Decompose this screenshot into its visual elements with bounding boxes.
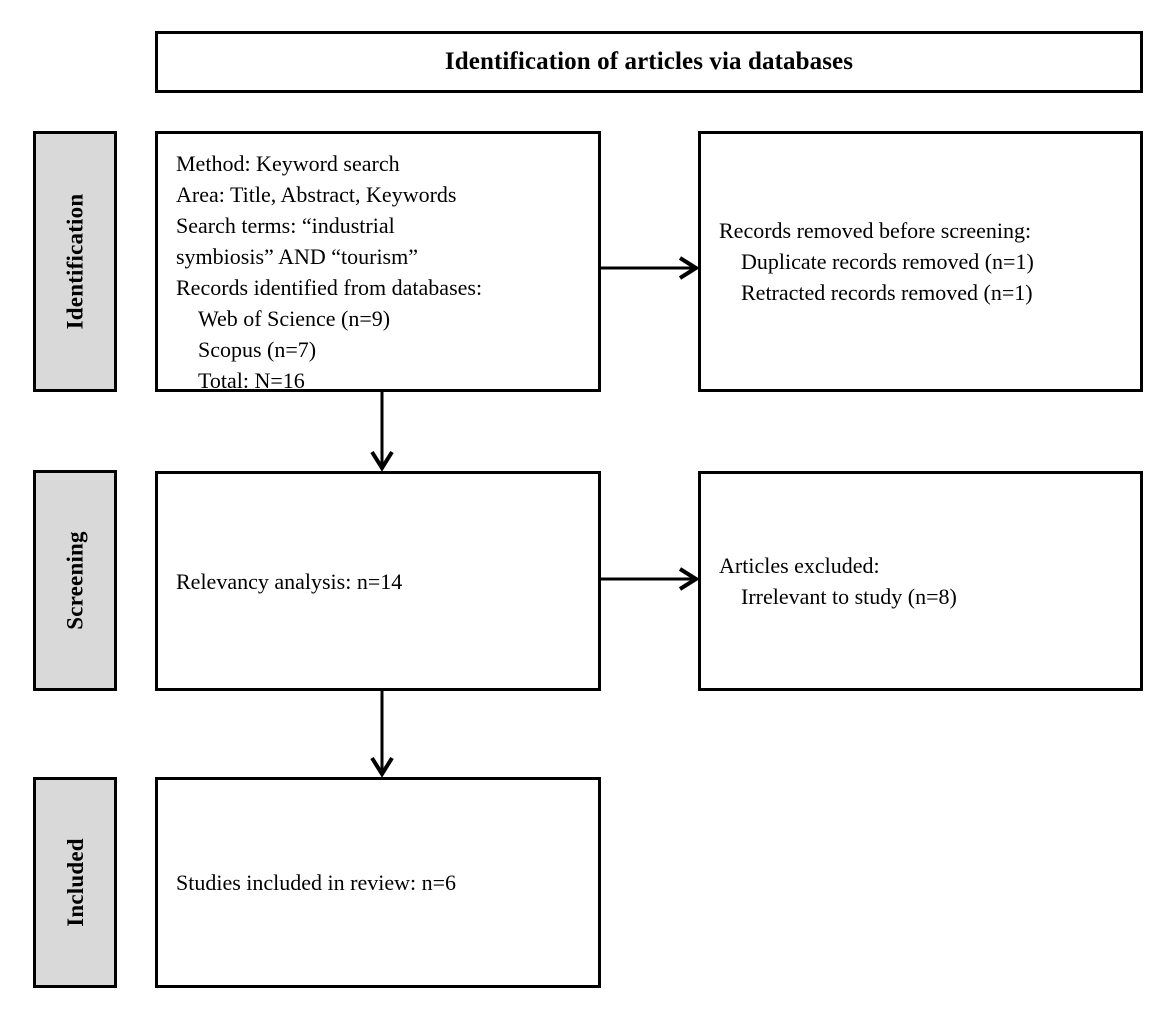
node-relevancy-analysis: Relevancy analysis: n=14	[155, 471, 601, 691]
arrow-right-identified-to-removed	[600, 256, 700, 280]
node-line: Area: Title, Abstract, Keywords	[176, 182, 457, 207]
stage-label-text: Identification	[62, 193, 88, 330]
node-line: Records removed before screening:	[719, 218, 1032, 243]
node-line: Articles excluded:	[719, 553, 880, 578]
node-line: Method: Keyword search	[176, 151, 400, 176]
node-line: Scopus (n=7)	[198, 337, 317, 362]
arrow-down-identification-to-screening	[370, 390, 394, 472]
node-records-removed: Records removed before screening: Duplic…	[698, 131, 1143, 392]
node-line: Relevancy analysis: n=14	[176, 568, 403, 594]
node-line: Web of Science (n=9)	[198, 306, 391, 331]
node-records-identified: Method: Keyword search Area: Title, Abst…	[155, 131, 601, 393]
page-title: Identification of articles via databases	[444, 48, 854, 76]
stage-label-included: Included	[33, 777, 117, 988]
node-articles-excluded: Articles excluded: Irrelevant to study (…	[698, 471, 1143, 691]
stage-label-text: Screening	[62, 531, 88, 630]
stage-label-text: Included	[62, 838, 88, 927]
arrow-right-relevancy-to-excluded	[600, 567, 700, 591]
node-line: Search terms: “industrial	[176, 213, 395, 238]
diagram-title-box: Identification of articles via databases	[155, 31, 1143, 93]
arrow-down-screening-to-included	[370, 690, 394, 778]
node-line: Irrelevant to study (n=8)	[741, 584, 957, 609]
node-line: Duplicate records removed (n=1)	[741, 249, 1034, 274]
node-line: Retracted records removed (n=1)	[741, 280, 1033, 305]
node-line: Records identified from databases:	[176, 275, 483, 300]
node-line: Studies included in review: n=6	[176, 870, 457, 895]
node-line: symbiosis” AND “tourism”	[176, 244, 418, 269]
node-line: Total: N=16	[198, 368, 305, 393]
stage-label-screening: Screening	[33, 470, 117, 691]
node-studies-included: Studies included in review: n=6	[155, 777, 601, 988]
stage-label-identification: Identification	[33, 131, 117, 392]
